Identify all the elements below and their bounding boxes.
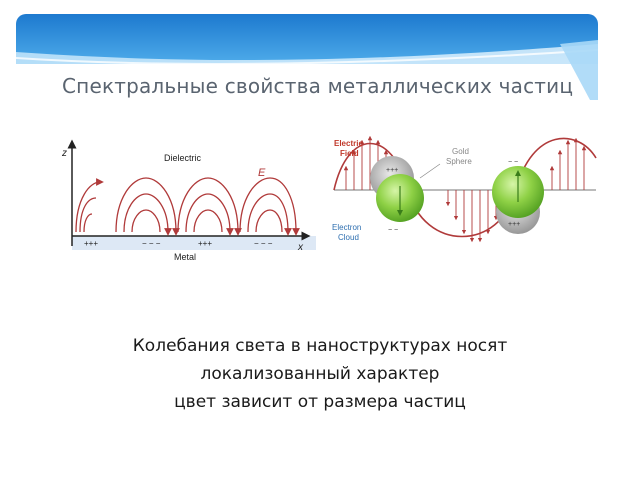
z-axis-label: z: [61, 148, 67, 159]
gold-sphere-label-line2: Sphere: [446, 157, 472, 166]
body-line: Колебания света в наноструктурах носят: [132, 336, 508, 356]
electric-field-label-line1: Electric: [334, 139, 363, 148]
body-line: цвет зависит от размера частиц: [174, 392, 466, 412]
metal-layer: [72, 236, 316, 250]
x-axis-label: x: [297, 242, 304, 253]
gold-sphere-left: [370, 156, 424, 222]
field-lines: [75, 177, 300, 236]
charge-label: − −: [388, 227, 398, 234]
surface-plasmon-diagram: z x Dielectric E Metal +++ − − − +++ − −…: [61, 139, 316, 262]
electric-field-label-line2: Field: [340, 149, 359, 158]
charge-label: − − −: [254, 239, 273, 248]
charge-label: − −: [508, 159, 518, 166]
gold-sphere-label-line1: Gold: [452, 147, 469, 156]
dielectric-label: Dielectric: [164, 153, 202, 163]
header-banner: [15, 14, 599, 100]
slide-body-text: Колебания света в наноструктурах носят л…: [0, 332, 640, 416]
gold-sphere-right: [492, 166, 544, 234]
metal-label: Metal: [174, 252, 196, 262]
electron-cloud-label-line2: Cloud: [338, 233, 359, 242]
gold-sphere-pointer: [419, 163, 441, 179]
slide-title: Спектральные свойства металлических част…: [62, 74, 574, 98]
charge-label: +++: [508, 221, 520, 228]
field-e-label: E: [258, 167, 266, 179]
field-wave: [333, 137, 597, 238]
charge-label: +++: [84, 239, 98, 248]
body-line: локализованный характер: [200, 364, 440, 384]
charge-label: − − −: [142, 239, 161, 248]
localized-plasmon-diagram: +++ − − − − +++ Electric Field Gold Sphe…: [332, 135, 597, 243]
charge-label: +++: [198, 239, 212, 248]
electron-cloud-label-line1: Electron: [332, 223, 361, 232]
charge-label: +++: [386, 167, 398, 174]
